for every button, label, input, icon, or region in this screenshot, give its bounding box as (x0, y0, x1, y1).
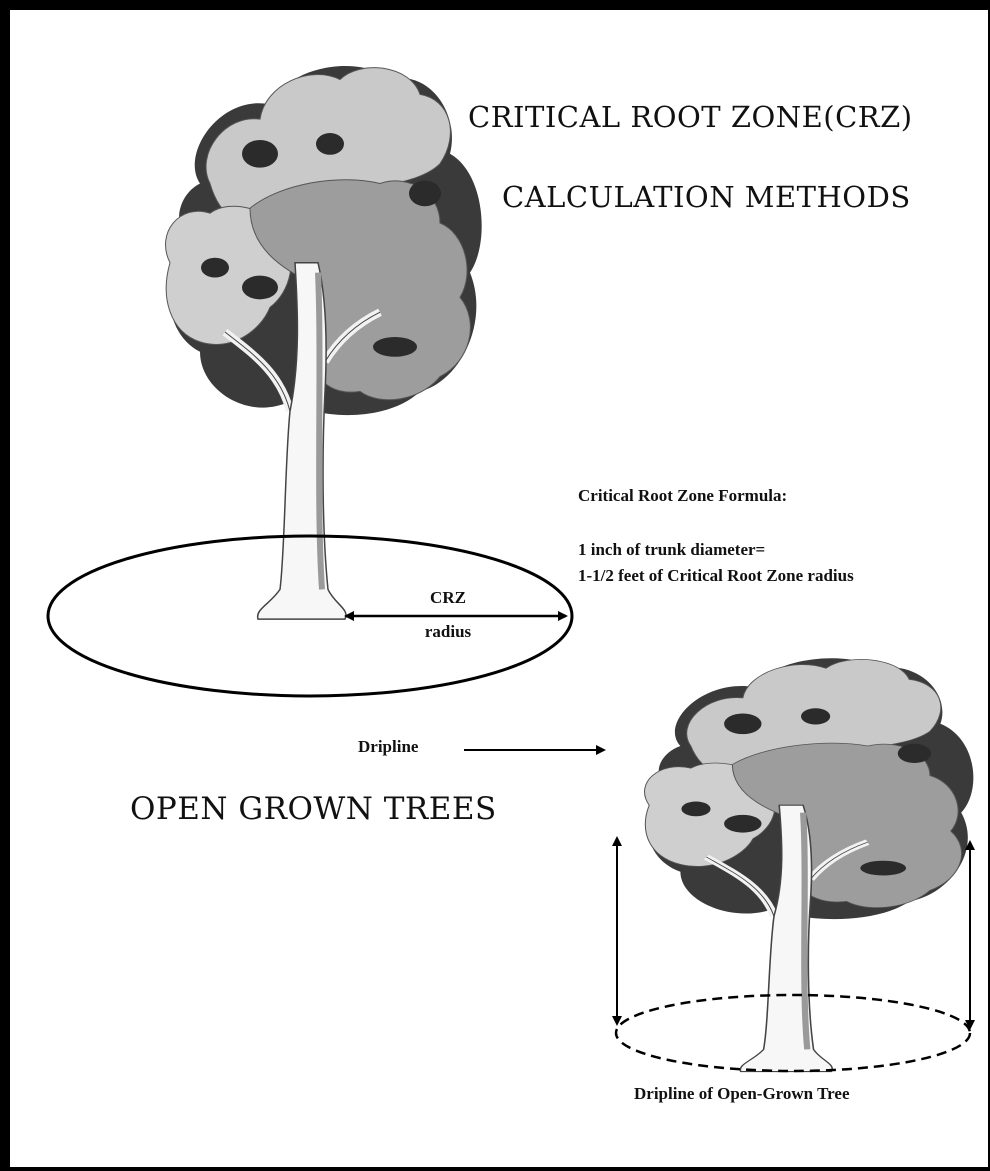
title-line-1: CRITICAL ROOT ZONE(CRZ) (468, 100, 913, 134)
formula-heading: Critical Root Zone Formula: (578, 486, 787, 506)
section-title: OPEN GROWN TREES (130, 791, 497, 827)
crz-label-line-1: CRZ (410, 588, 486, 608)
dripline-caption: Dripline of Open-Grown Tree (634, 1084, 850, 1104)
dripline-label: Dripline (358, 737, 418, 757)
formula-line-1: 1 inch of trunk diameter= (578, 540, 765, 560)
small-tree-illustration (645, 658, 974, 1071)
title-line-2: CALCULATION METHODS (502, 180, 911, 214)
crz-label-line-2: radius (410, 622, 486, 642)
formula-line-2: 1-1/2 feet of Critical Root Zone radius (578, 566, 854, 586)
